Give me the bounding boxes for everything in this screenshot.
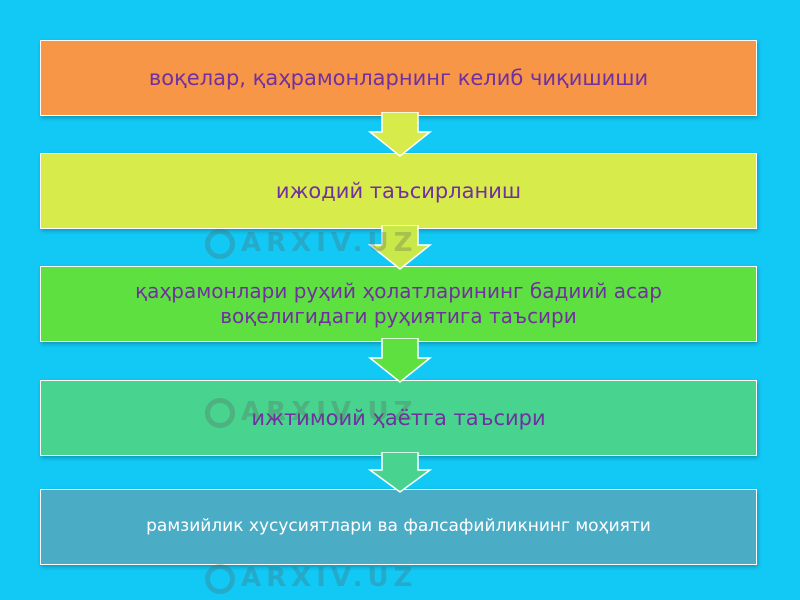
watermark-1: ARXIV.UZ bbox=[205, 228, 417, 259]
arrow-3-4 bbox=[368, 338, 432, 383]
watermark-text: ARXIV.UZ bbox=[241, 228, 418, 258]
step-5-box: рамзийлик хусусиятлари ва фалсафийликнин… bbox=[40, 489, 757, 565]
watermark-logo-icon bbox=[205, 228, 235, 259]
step-2-label: ижодий таъсирланиш bbox=[275, 178, 522, 203]
step-5-label: рамзийлик хусусиятлари ва фалсафийликнин… bbox=[146, 516, 651, 537]
step-4-label: ижтимоий ҳаётга таъсири bbox=[251, 405, 546, 430]
step-2-box: ижодий таъсирланиш bbox=[40, 153, 757, 229]
watermark-logo-icon bbox=[205, 397, 235, 428]
arrow-1-2 bbox=[368, 112, 432, 157]
step-1-label: воқелар, қаҳрамонларнинг келиб чиқишиши bbox=[148, 65, 649, 90]
step-3-label: қаҳрамонлари руҳий ҳолатларининг бадиий … bbox=[135, 279, 662, 328]
step-3-box: қаҳрамонлари руҳий ҳолатларининг бадиий … bbox=[40, 266, 757, 342]
arrow-4-5 bbox=[368, 452, 432, 493]
watermark-text: ARXIV.UZ bbox=[241, 563, 418, 593]
watermark-3: ARXIV.UZ bbox=[205, 563, 417, 594]
watermark-2: ARXIV.UZ bbox=[205, 397, 417, 428]
watermark-logo-icon bbox=[205, 563, 235, 594]
arrow-2-3 bbox=[368, 225, 432, 270]
step-1-box: воқелар, қаҳрамонларнинг келиб чиқишиши bbox=[40, 40, 757, 116]
watermark-text: ARXIV.UZ bbox=[241, 397, 418, 427]
